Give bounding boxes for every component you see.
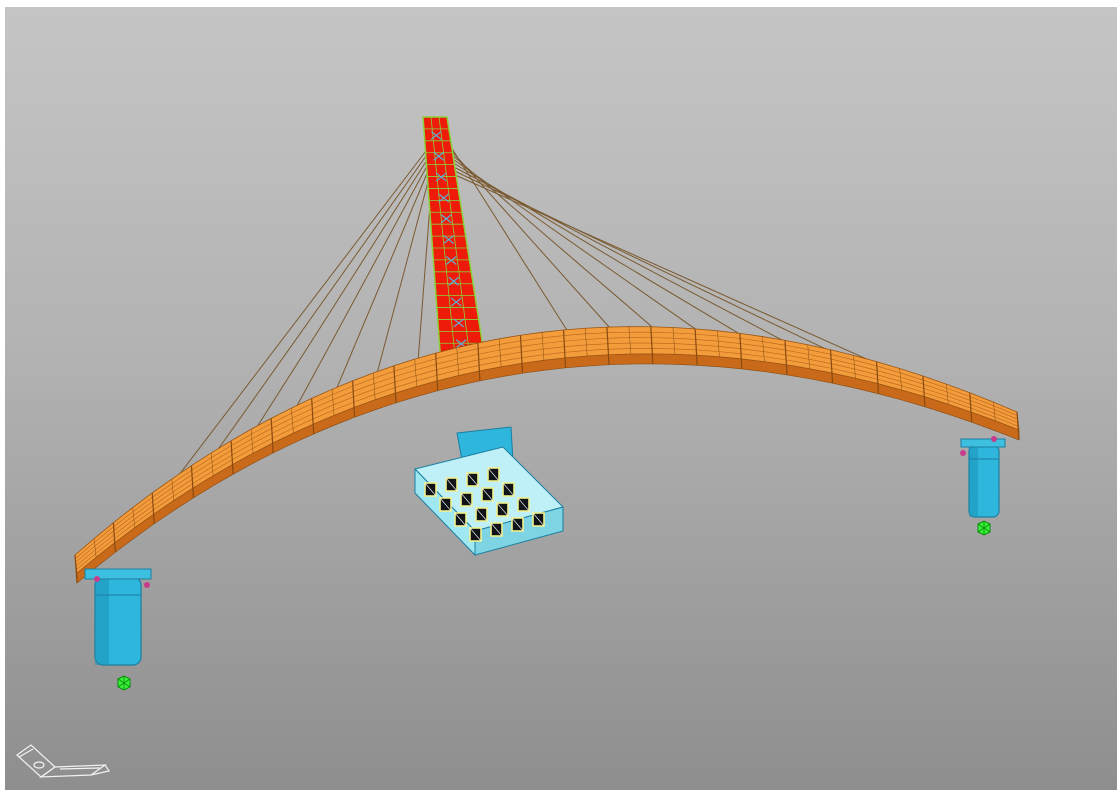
- cable[interactable]: [454, 170, 833, 353]
- cable[interactable]: [176, 146, 430, 478]
- cable[interactable]: [335, 162, 432, 390]
- cable[interactable]: [451, 150, 612, 330]
- stay-cables[interactable]: [176, 146, 879, 478]
- cable[interactable]: [453, 162, 743, 337]
- pylon[interactable]: [422, 116, 489, 380]
- fixed-support-icon[interactable]: [117, 675, 131, 691]
- cable[interactable]: [450, 146, 569, 332]
- fixed-support-icon[interactable]: [977, 520, 991, 536]
- left-bearing: [94, 576, 100, 582]
- cable[interactable]: [295, 158, 432, 409]
- model-viewport[interactable]: [5, 7, 1117, 790]
- cable[interactable]: [451, 154, 655, 330]
- left-bearing-2: [144, 582, 150, 588]
- right-abutment-pier[interactable]: [960, 436, 1006, 518]
- left-abutment-pier[interactable]: [84, 568, 152, 666]
- cable[interactable]: [215, 150, 431, 452]
- cable[interactable]: [376, 166, 433, 374]
- right-bearing: [960, 450, 966, 456]
- cable[interactable]: [454, 174, 879, 365]
- pile-group[interactable]: [414, 446, 564, 557]
- axis-triad-icon[interactable]: [16, 744, 110, 778]
- central-foundation[interactable]: [414, 426, 564, 557]
- cable[interactable]: [453, 166, 788, 344]
- right-bearing-2: [991, 436, 997, 442]
- cable[interactable]: [255, 154, 431, 429]
- bridge-model[interactable]: [5, 7, 1117, 790]
- bridge-deck[interactable]: [74, 326, 1020, 584]
